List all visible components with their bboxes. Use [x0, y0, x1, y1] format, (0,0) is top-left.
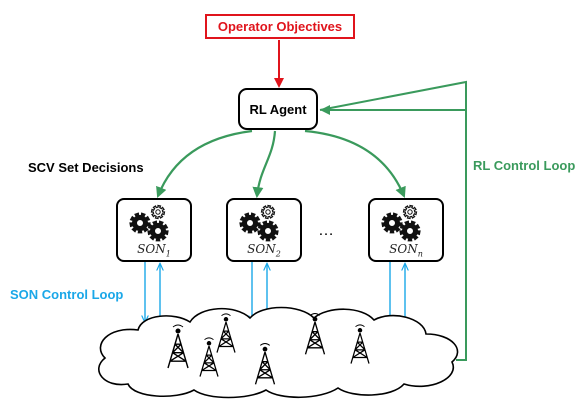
- rl-agent-label: RL Agent: [249, 101, 307, 117]
- son-box-1: SON1: [116, 198, 192, 262]
- rl-control-loop-line: [319, 80, 467, 361]
- rl-control-loop-arrow: [320, 82, 467, 115]
- operator-objectives-label: Operator Objectives: [217, 19, 343, 34]
- cloud-icon: [98, 306, 459, 399]
- cell-tower-icon: [167, 324, 189, 369]
- cell-tower-icon: [216, 313, 236, 353]
- son-2-base: SON: [247, 241, 276, 256]
- ellipsis-label: …: [318, 222, 336, 239]
- cell-tower-icon: [350, 324, 370, 364]
- son-box-2: SON2: [226, 198, 302, 262]
- cell-tower-icon: [199, 337, 219, 377]
- gears-icon: [380, 203, 424, 243]
- son-1-base: SON: [137, 241, 166, 256]
- son-control-loop-label: SON Control Loop: [10, 287, 124, 302]
- scv-set-decisions-label: SCV Set Decisions: [28, 160, 144, 175]
- agent-to-son2-arrow: [252, 130, 277, 199]
- agent-to-son1-arrow: [156, 129, 253, 199]
- cell-tower-icon: [304, 312, 326, 355]
- gears-icon: [238, 203, 282, 243]
- son-n-sub: n: [417, 249, 423, 258]
- son-label-n: SONn: [370, 242, 442, 258]
- operator-objectives-box: Operator Objectives: [205, 14, 355, 39]
- rl-control-loop-label: RL Control Loop: [473, 158, 576, 173]
- cell-tower-icon: [254, 342, 276, 385]
- son-label-1: SON1: [118, 242, 190, 258]
- son-n-base: SON: [389, 241, 418, 256]
- son-box-n: SONn: [368, 198, 444, 262]
- son-2-sub: 2: [275, 249, 281, 258]
- son-1-sub: 1: [165, 249, 171, 258]
- rl-agent-box: RL Agent: [238, 88, 318, 130]
- gears-icon: [128, 203, 172, 243]
- son-label-2: SON2: [228, 242, 300, 258]
- agent-to-sonn-arrow: [304, 129, 406, 199]
